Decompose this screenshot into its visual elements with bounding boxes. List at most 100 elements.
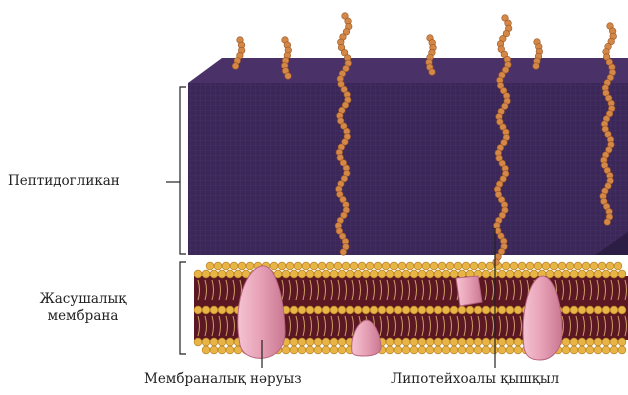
lipid-head: [290, 346, 298, 354]
lipid-head: [586, 346, 594, 354]
lipid-head: [506, 338, 514, 346]
lipid-head: [206, 262, 214, 270]
lipid-head: [442, 346, 450, 354]
lipid-head: [282, 270, 290, 278]
lipid-head: [434, 306, 442, 314]
lipid-head: [618, 306, 626, 314]
lipid-head: [450, 270, 458, 278]
lipid-head: [330, 346, 338, 354]
lipid-head: [226, 306, 234, 314]
lipid-head: [570, 270, 578, 278]
lipid-head: [434, 346, 442, 354]
lipid-head: [422, 262, 430, 270]
lipid-head: [238, 262, 246, 270]
chain-bead: [232, 63, 239, 70]
membrane-bracket: [180, 262, 186, 354]
peptidoglycan-layer: [188, 58, 628, 255]
lipid-head: [194, 338, 202, 346]
lipid-head: [394, 346, 402, 354]
lipid-head: [578, 306, 586, 314]
lipid-head: [358, 262, 366, 270]
lipid-head: [506, 306, 514, 314]
chain-bead: [493, 259, 500, 266]
lipid-head: [562, 306, 570, 314]
lipid-head: [606, 262, 614, 270]
lipid-head: [330, 270, 338, 278]
lipid-head: [450, 346, 458, 354]
lipid-head: [602, 346, 610, 354]
lipid-head: [322, 270, 330, 278]
lipid-head: [210, 338, 218, 346]
lipid-head: [578, 338, 586, 346]
lipid-head: [226, 338, 234, 346]
lipid-head: [482, 338, 490, 346]
lipid-head: [394, 306, 402, 314]
lipid-head: [334, 262, 342, 270]
lipid-head: [370, 270, 378, 278]
lipid-head: [282, 346, 290, 354]
lipid-head: [438, 262, 446, 270]
lipid-head: [462, 262, 470, 270]
lipid-head: [390, 262, 398, 270]
lipid-head: [366, 262, 374, 270]
lipid-head: [306, 346, 314, 354]
chain-bead: [285, 73, 292, 80]
chain-bead: [429, 69, 436, 76]
lipid-head: [226, 346, 234, 354]
lipid-head: [410, 306, 418, 314]
membrane-protein-label: Мембраналық нәруыз: [144, 371, 302, 388]
lipid-head: [474, 306, 482, 314]
lipid-head: [402, 346, 410, 354]
lipid-head: [474, 346, 482, 354]
lipid-head: [214, 262, 222, 270]
lipid-head: [298, 306, 306, 314]
lipid-head: [294, 262, 302, 270]
lipid-head: [246, 262, 254, 270]
lipid-head: [442, 270, 450, 278]
lipid-head: [218, 338, 226, 346]
lipid-head: [490, 346, 498, 354]
lipid-head: [426, 346, 434, 354]
lipid-head: [478, 262, 486, 270]
lipid-head: [450, 338, 458, 346]
lipid-head: [482, 270, 490, 278]
lipid-head: [418, 306, 426, 314]
lipid-head: [586, 270, 594, 278]
lipid-head: [194, 270, 202, 278]
lipid-head: [322, 346, 330, 354]
lipid-head: [378, 270, 386, 278]
lipid-head: [474, 338, 482, 346]
lipid-head: [338, 306, 346, 314]
lipid-head: [350, 262, 358, 270]
lipid-head: [322, 338, 330, 346]
lipid-head: [490, 306, 498, 314]
lipid-head: [374, 262, 382, 270]
lipid-head: [482, 306, 490, 314]
lipid-head: [618, 338, 626, 346]
lipid-head: [314, 346, 322, 354]
lipid-head: [202, 270, 210, 278]
lipid-head: [490, 338, 498, 346]
lipid-head: [570, 338, 578, 346]
lipid-head: [566, 262, 574, 270]
lipid-head: [382, 262, 390, 270]
lipid-head: [498, 270, 506, 278]
lipid-head: [222, 262, 230, 270]
lipid-head: [586, 338, 594, 346]
lipid-head: [454, 262, 462, 270]
membrane-protein-top-right: [456, 276, 482, 306]
lipid-head: [434, 270, 442, 278]
lipid-head: [338, 338, 346, 346]
lipid-head: [510, 262, 518, 270]
lipid-head: [330, 338, 338, 346]
lipid-head: [578, 270, 586, 278]
lipid-head: [270, 262, 278, 270]
chain-bead: [340, 249, 347, 256]
lipid-head: [598, 262, 606, 270]
cell-membrane-label-line2: мембрана: [8, 308, 158, 325]
lipid-head: [226, 270, 234, 278]
lipid-head: [466, 306, 474, 314]
lipoteichoic-acid-label: Липотейхоалы қышқыл: [391, 371, 559, 388]
lipid-head: [414, 262, 422, 270]
